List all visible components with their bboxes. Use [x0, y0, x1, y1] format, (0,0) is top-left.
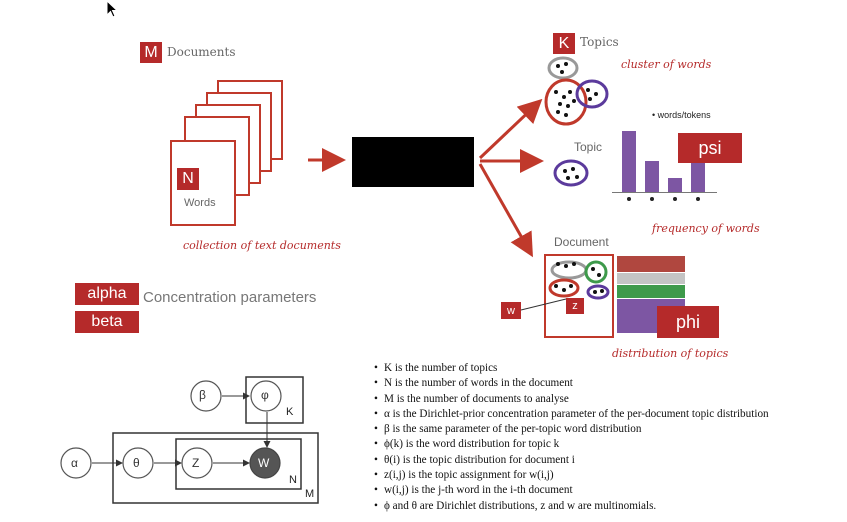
word-frequency-bar: [645, 161, 659, 192]
topic-clusters: [544, 56, 609, 126]
phi-box: phi: [657, 306, 719, 338]
plate-k-label: K: [286, 406, 294, 418]
topic-label: Topic: [574, 140, 603, 154]
words-tokens-label: • words/tokens: [652, 110, 711, 120]
cluster-caption: cluster of words: [621, 58, 712, 71]
w-z-connector: [520, 298, 567, 311]
k-box: K: [553, 33, 575, 54]
alpha-box: alpha: [75, 283, 139, 305]
alpha-node-label: α: [71, 456, 78, 470]
definitions-list: K is the number of topics N is the numbe…: [374, 361, 769, 514]
axis-dot: [673, 197, 677, 201]
stack-segment-gray: [617, 273, 685, 284]
documents-label: Documents: [167, 45, 236, 59]
z-node-label: Z: [192, 456, 200, 470]
bar-baseline: [612, 192, 717, 193]
axis-dot: [627, 197, 631, 201]
phi-node-label: φ: [261, 388, 269, 402]
axis-dot: [696, 197, 700, 201]
definition-item: w(i,j) is the j-th word in the i-th docu…: [374, 483, 769, 498]
frequency-caption: frequency of words: [652, 222, 760, 235]
definition-item: α is the Dirichlet-prior concentration p…: [374, 407, 769, 422]
document-frame: [544, 254, 614, 338]
beta-box: beta: [75, 311, 139, 333]
document-clusters: [548, 260, 610, 300]
distribution-caption: distribution of topics: [612, 347, 729, 360]
stack-segment-red: [617, 256, 685, 272]
word-frequency-bar: [668, 178, 682, 192]
definition-item: z(i,j) is the topic assignment for w(i,j…: [374, 468, 769, 483]
definition-item: ϕ(k) is the word distribution for topic …: [374, 437, 769, 452]
definition-item: ϕ and θ are Dirichlet distributions, z a…: [374, 499, 769, 514]
plate-m-label: M: [305, 488, 315, 500]
n-box: N: [177, 168, 199, 190]
definition-item: β is the same parameter of the per-topic…: [374, 422, 769, 437]
m-box: M: [140, 42, 162, 63]
stack-segment-green: [617, 285, 685, 298]
definition-item: θ(i) is the topic distribution for docum…: [374, 453, 769, 468]
single-topic-cluster: [553, 159, 589, 187]
z-box: z: [566, 298, 584, 314]
w-box: w: [501, 302, 521, 319]
concentration-label: Concentration parameters: [143, 289, 317, 306]
word-frequency-bar: [622, 131, 636, 192]
document-label: Document: [554, 235, 609, 249]
words-label: Words: [184, 197, 216, 209]
mouse-pointer-icon: [106, 0, 119, 18]
definition-item: M is the number of documents to analyse: [374, 392, 769, 407]
plate-n-label: N: [289, 474, 297, 486]
word-frequency-bar: [691, 160, 705, 192]
beta-node-label: β: [199, 388, 206, 402]
topics-label: Topics: [580, 35, 619, 49]
psi-box: psi: [678, 133, 742, 163]
collection-caption: collection of text documents: [183, 239, 341, 252]
definition-item: N is the number of words in the document: [374, 376, 769, 391]
theta-node-label: θ: [133, 456, 140, 470]
w-node-label: W: [258, 456, 270, 470]
axis-dot: [650, 197, 654, 201]
black-box-model: [352, 137, 474, 187]
definition-item: K is the number of topics: [374, 361, 769, 376]
